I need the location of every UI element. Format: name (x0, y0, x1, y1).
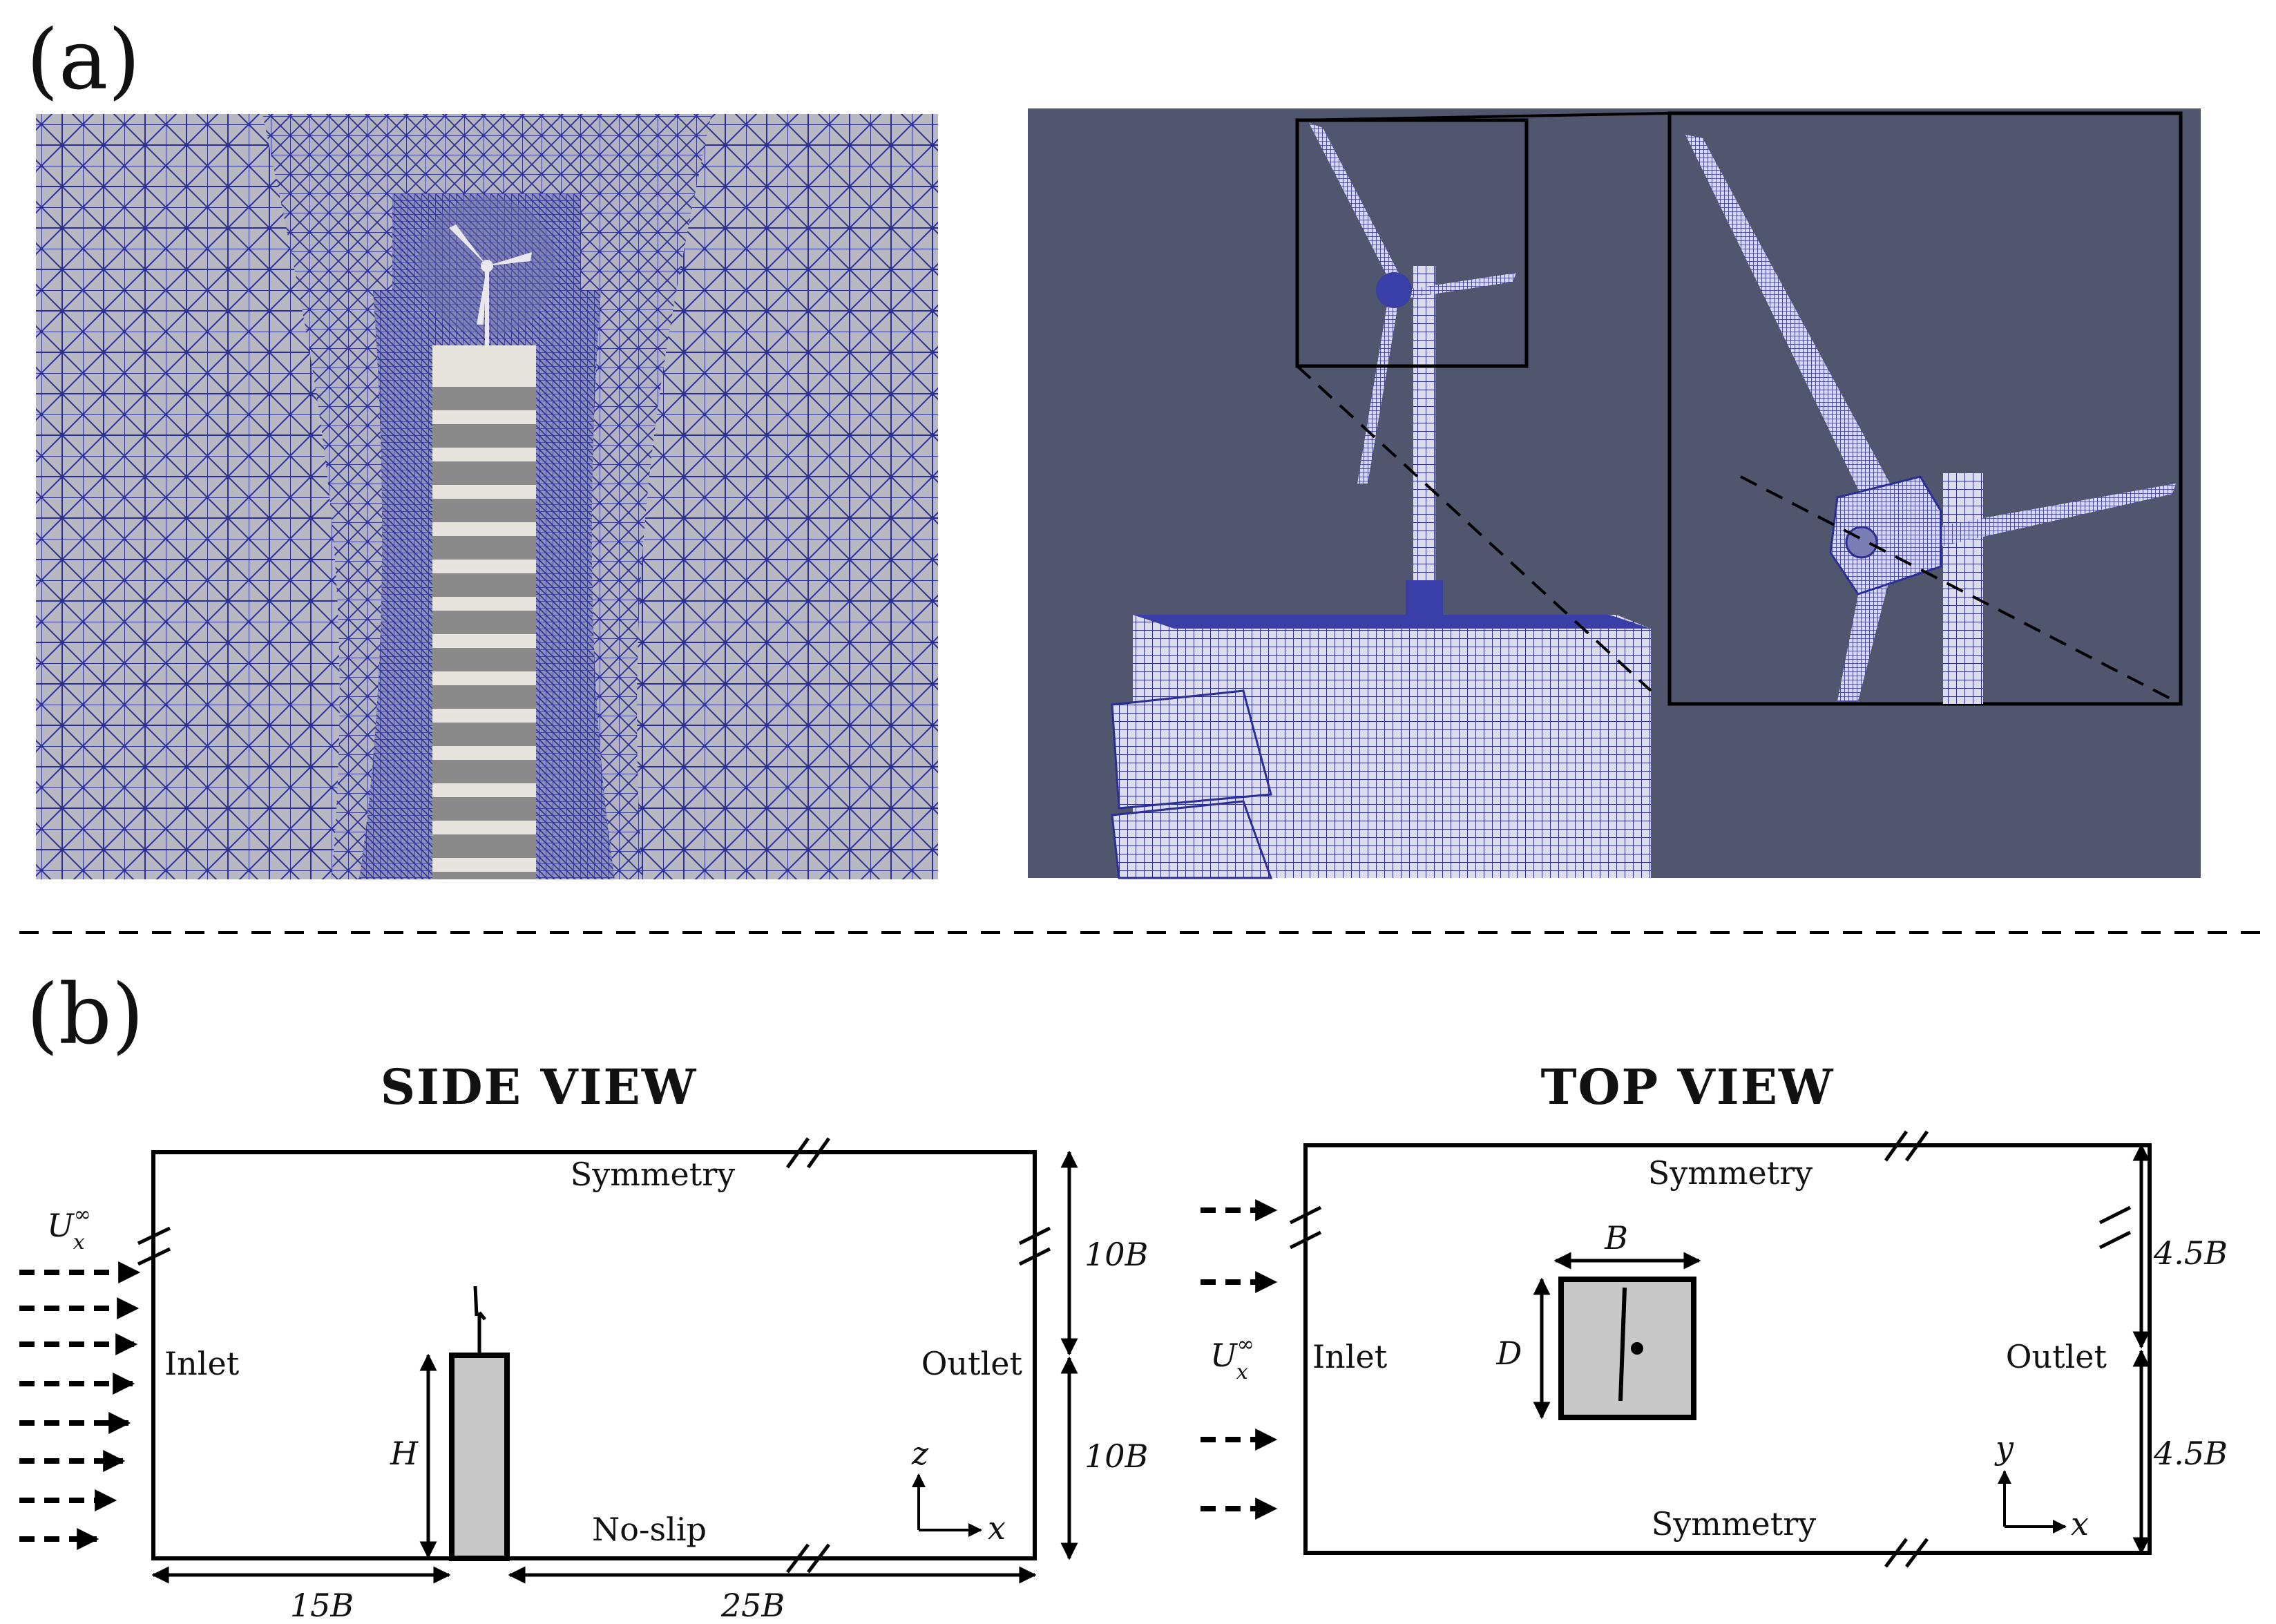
top-view-axes: y x (1994, 1429, 2089, 1542)
top-view-outlet-label: Outlet (2006, 1338, 2107, 1375)
side-view-top-boundary: Symmetry (571, 1156, 735, 1193)
mesh-slice-image (36, 114, 938, 879)
top-view-width-label: B (1604, 1219, 1628, 1257)
top-view-lower-dimension: 4.5B (2153, 1435, 2228, 1472)
top-view-top-boundary: Symmetry (1648, 1154, 1813, 1192)
side-view-axis-x: x (988, 1509, 1006, 1547)
top-view-velocity-label: U∞x (1210, 1332, 1254, 1384)
top-view-break-marks (1289, 1130, 2132, 1568)
top-view-inflow-arrows (1201, 1199, 1278, 1520)
side-view-lower-dimension: 10B (1084, 1437, 1148, 1475)
side-view-domain (151, 1150, 1037, 1560)
top-view-building (1558, 1277, 1696, 1420)
side-view-velocity-label: U∞x (47, 1203, 91, 1254)
side-view-outlet-label: Outlet (921, 1345, 1023, 1382)
side-view-building (449, 1353, 510, 1561)
top-view-bottom-boundary: Symmetry (1652, 1505, 1816, 1542)
top-view-inlet-label: Inlet (1312, 1338, 1388, 1375)
top-view-title: TOP VIEW (1540, 1058, 1834, 1116)
side-view-height-label: H (390, 1435, 419, 1472)
side-view-inlet-label: Inlet (164, 1345, 240, 1382)
side-view-bottom-boundary: No-slip (592, 1511, 707, 1548)
top-view-upper-dimension: 4.5B (2153, 1234, 2228, 1272)
side-view-axis-z: z (911, 1435, 929, 1472)
side-view-upper-dimension: 10B (1084, 1236, 1148, 1273)
top-view-depth-label: D (1496, 1335, 1522, 1372)
panel-b-label: (b) (26, 967, 144, 1063)
side-view-inflow-arrows (19, 1261, 141, 1550)
top-view-diagram: TOP VIEW Symmetry Symmetry Inlet Outlet … (1201, 1058, 2228, 1568)
top-view-axis-y: y (1994, 1429, 2014, 1467)
top-view-axis-x: x (2071, 1505, 2089, 1542)
side-view-title: SIDE VIEW (381, 1058, 698, 1116)
panel-a-label: (a) (26, 12, 140, 108)
side-view-downstream-dimension: 25B (720, 1587, 785, 1624)
side-view-axes: z x (911, 1435, 1006, 1547)
top-view-domain (1303, 1143, 2152, 1555)
side-view-upstream-dimension: 15B (290, 1587, 354, 1624)
side-view-diagram: SIDE VIEW Symmetry No-slip Inlet Outlet … (19, 1058, 1148, 1624)
top-view-turbine (1618, 1287, 1627, 1402)
side-view-break-marks (137, 1137, 1051, 1574)
side-view-turbine (473, 1286, 486, 1355)
turbine-render-image (1028, 108, 2201, 879)
